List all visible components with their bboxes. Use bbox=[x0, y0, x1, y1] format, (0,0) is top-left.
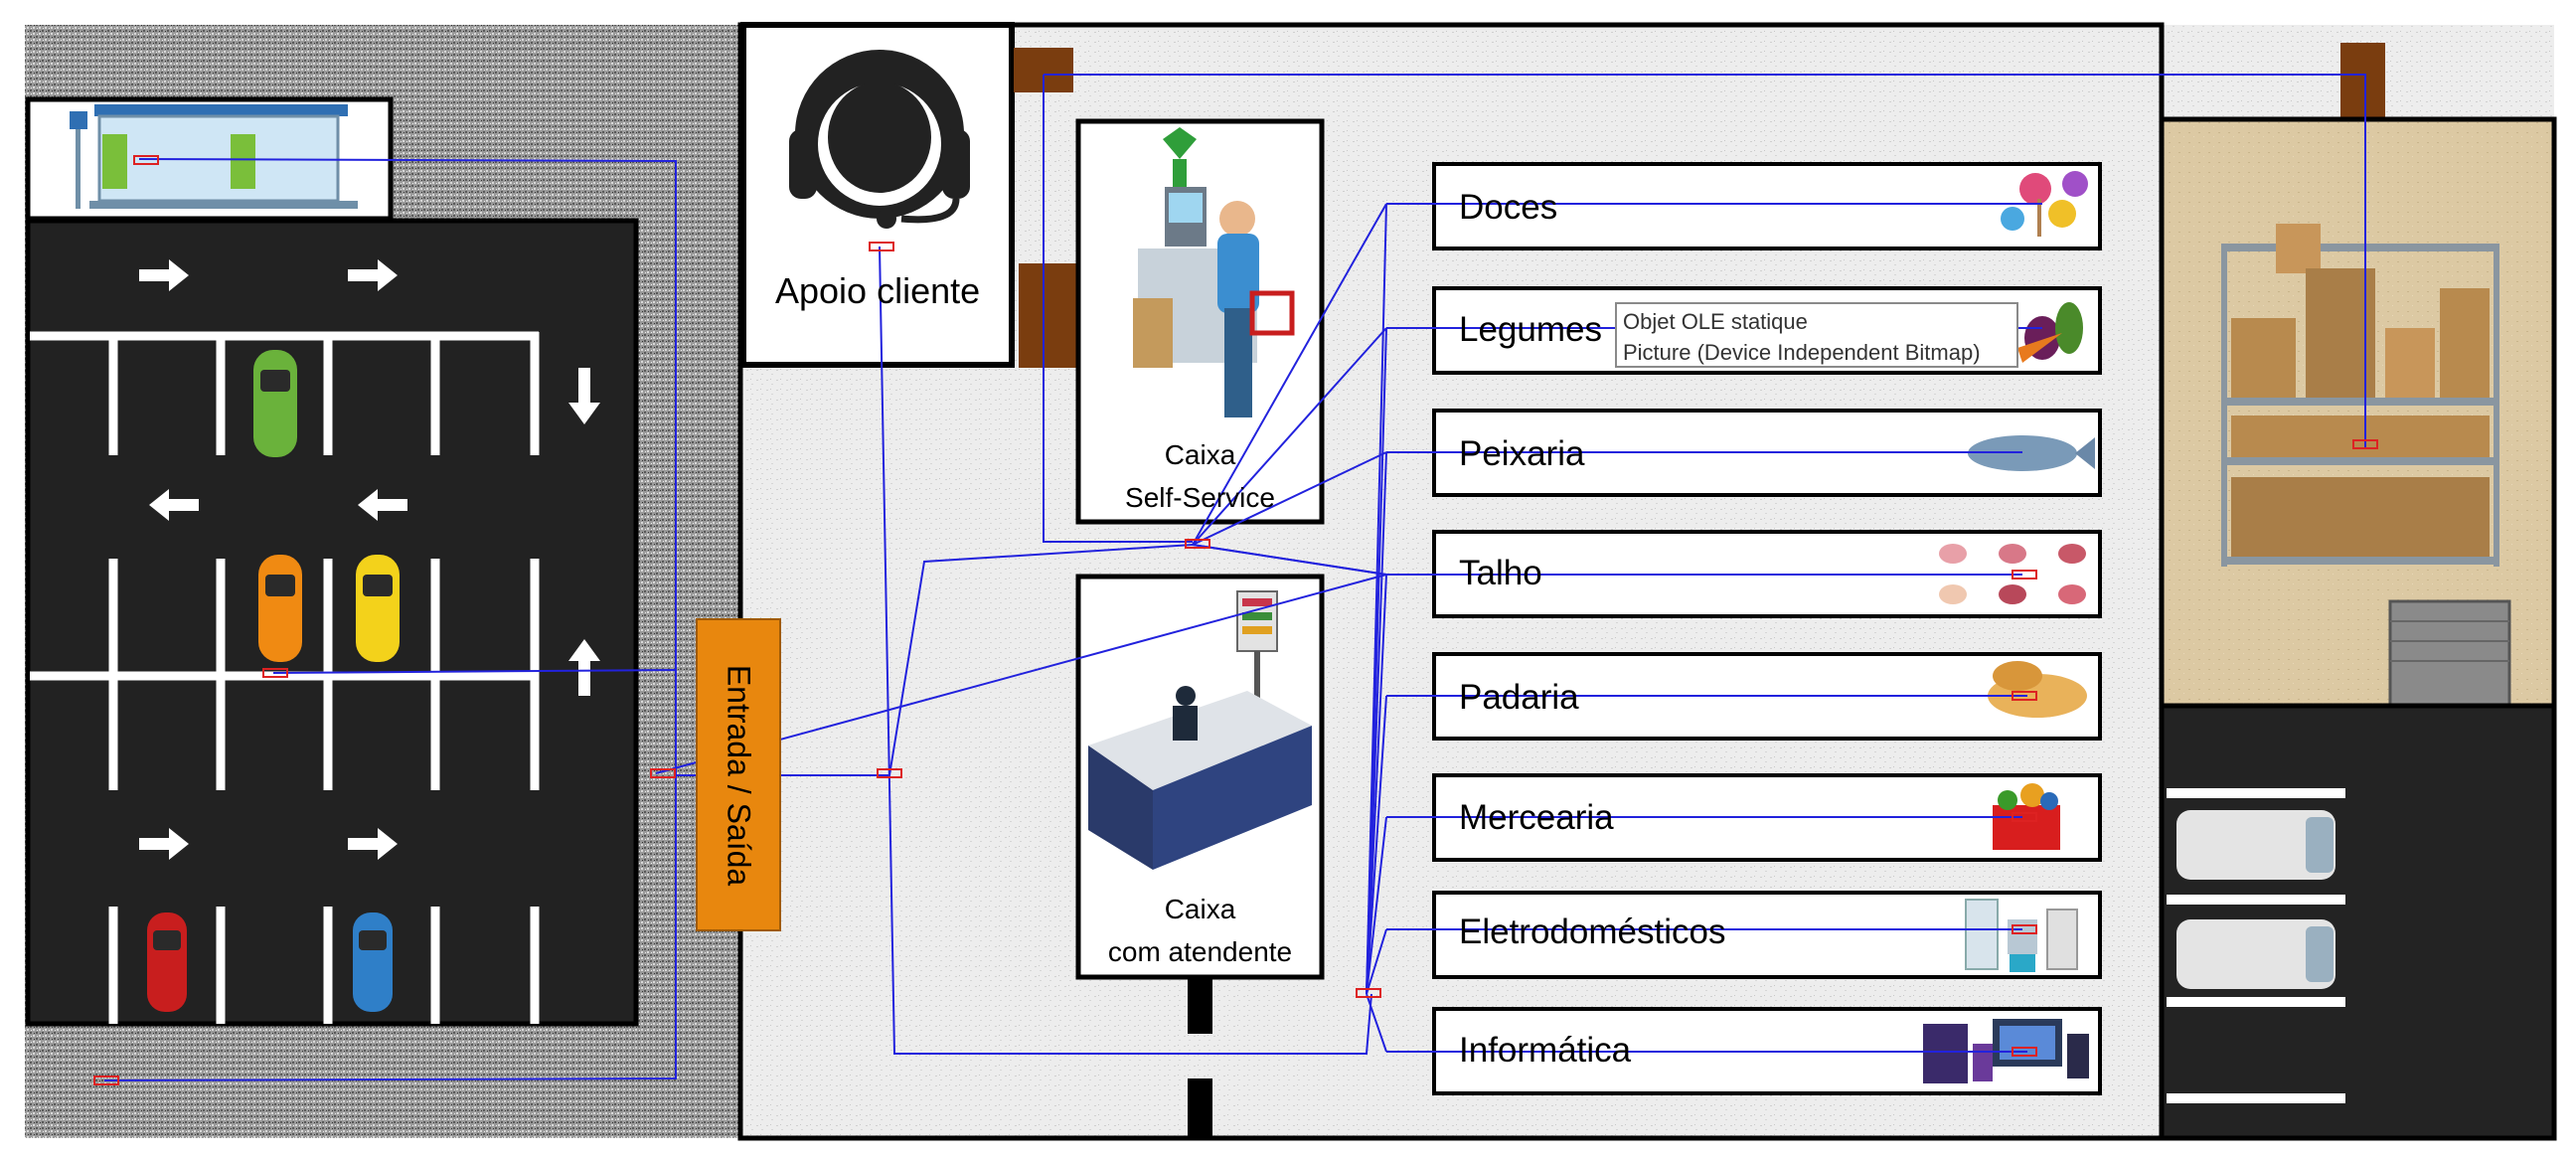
pillar bbox=[1188, 979, 1212, 1034]
dept-label-padaria: Padaria bbox=[1459, 678, 1579, 717]
arrow-left-icon bbox=[358, 489, 407, 521]
parked-cars bbox=[147, 350, 400, 1012]
car-icon bbox=[147, 912, 187, 1012]
arrow-right-icon bbox=[348, 259, 398, 291]
arrow-right-icon bbox=[348, 828, 398, 860]
grocery-basket-icon bbox=[1993, 783, 2060, 850]
bus-stop-icon bbox=[70, 104, 358, 209]
candy-icon bbox=[2001, 171, 2088, 237]
tooltip-line1: Objet OLE statique bbox=[1623, 309, 1808, 334]
arrow-right-icon bbox=[139, 259, 189, 291]
shelf-doces bbox=[1432, 162, 2102, 250]
car-icon bbox=[253, 350, 297, 457]
dept-label-peixaria: Peixaria bbox=[1459, 434, 1585, 473]
arrow-up-icon bbox=[568, 639, 600, 696]
headset-icon bbox=[789, 50, 970, 229]
cashier-label: Caixa com atendente bbox=[1078, 888, 1322, 973]
ole-object-tooltip: Objet OLE statique Picture (Device Indep… bbox=[1615, 302, 2018, 368]
computers-icon bbox=[1923, 1019, 2089, 1083]
dept-label-doces: Doces bbox=[1459, 188, 1558, 227]
meat-icon bbox=[1939, 544, 2086, 604]
entrance-exit-label: Entrada / Saída bbox=[721, 664, 757, 886]
van-icon bbox=[2176, 810, 2335, 880]
anchor-markers bbox=[93, 155, 2378, 1085]
door-top-right bbox=[2340, 43, 2385, 122]
dept-label-mercearia: Mercearia bbox=[1459, 798, 1614, 837]
connector-lines bbox=[103, 74, 2366, 1081]
arrow-right-icon bbox=[139, 828, 189, 860]
tooltip-line2: Picture (Device Independent Bitmap) bbox=[1623, 340, 1981, 365]
dept-label-talho: Talho bbox=[1459, 554, 1542, 592]
dock-lines bbox=[2167, 788, 2345, 1103]
self-service-label: Caixa Self-Service bbox=[1078, 433, 1322, 519]
car-icon bbox=[258, 555, 302, 662]
cashier-label-line2: com atendente bbox=[1107, 936, 1293, 967]
self-service-label-line2: Self-Service bbox=[1125, 482, 1275, 513]
entrance-exit[interactable]: Entrada / Saída bbox=[696, 618, 781, 931]
car-icon bbox=[356, 555, 400, 662]
pillar bbox=[1188, 1078, 1212, 1138]
arrow-left-icon bbox=[149, 489, 199, 521]
dept-label-informatica: Informática bbox=[1459, 1031, 1632, 1070]
dept-label-eletrodomesticos: Eletrodomésticos bbox=[1459, 912, 1726, 951]
self-service-label-line1: Caixa bbox=[1164, 439, 1236, 470]
self-checkout-kiosk-icon bbox=[1133, 127, 1295, 417]
delivery-vans bbox=[2176, 810, 2335, 989]
parking-lines bbox=[30, 331, 540, 1024]
arrow-down-icon bbox=[568, 368, 600, 424]
garage-door-icon bbox=[2388, 599, 2511, 708]
cashier-label-line1: Caixa bbox=[1164, 894, 1236, 924]
customer-support-label: Apoio cliente bbox=[775, 270, 981, 311]
cashier-counter-icon bbox=[1088, 590, 1312, 870]
door-left bbox=[1019, 263, 1076, 368]
storage-shelves-icon bbox=[2221, 224, 2499, 567]
van-icon bbox=[2176, 919, 2335, 989]
car-icon bbox=[353, 912, 393, 1012]
dept-label-legumes: Legumes bbox=[1459, 310, 1602, 349]
traffic-arrows bbox=[139, 259, 600, 860]
